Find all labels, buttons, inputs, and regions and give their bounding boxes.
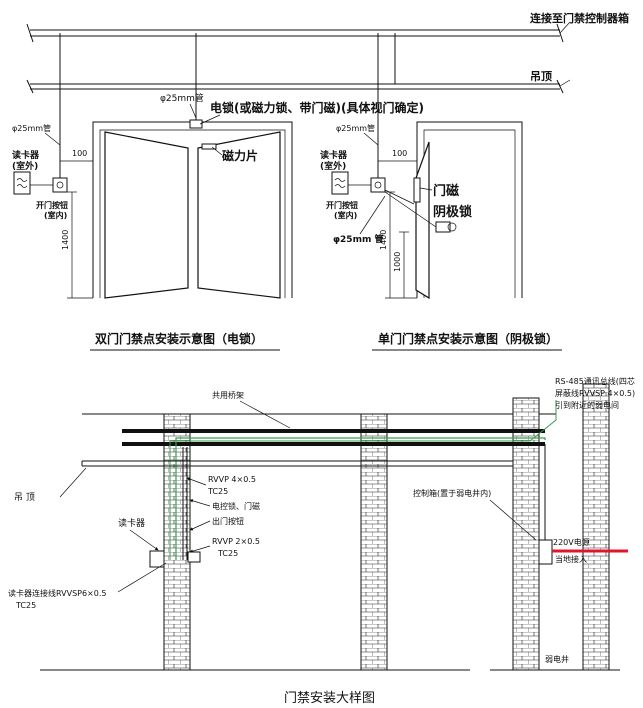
- double-door-button-label-2: (室内): [44, 210, 67, 220]
- double-door-caption: 双门门禁点安装示意图（电锁）: [95, 331, 263, 346]
- single-door-dim-100: 100: [392, 149, 407, 158]
- single-door-reader-label-1: 读卡器: [320, 149, 348, 161]
- label-rvvp-2: RVVP 2×0.5: [212, 537, 260, 546]
- control-box: [538, 539, 553, 565]
- single-door-dim-1400: 1400: [379, 230, 388, 250]
- label-shared-tray: 共用桥架: [212, 390, 244, 400]
- label-magnet-plate: 磁力片: [221, 148, 258, 163]
- single-door-button-label-2: (室内): [334, 210, 357, 220]
- double-door-card-reader: [13, 171, 31, 195]
- single-door-group: φ25mm管 读卡器 (室外) 开门按钮 (室内) 门磁 阴极锁 φ25mm 管…: [320, 121, 562, 351]
- double-door-reader-label-2: (室外): [12, 160, 38, 172]
- single-door-caption: 单门门禁点安装示意图（阴极锁）: [378, 331, 558, 346]
- bottom-diagram: 共用桥架 RS-485通讯总线(四芯 屏蔽线RVVSP 4×0.5) 引到附近的…: [8, 376, 635, 706]
- figure-caption: 门禁安装大样图: [284, 691, 375, 706]
- label-reader-cable: 读卡器连接线RVVSP6×0.5: [8, 588, 106, 598]
- label-exit-button: 出门按钮: [212, 516, 244, 526]
- magnet-plate: [201, 143, 217, 150]
- single-door-dim-1000: 1000: [393, 252, 402, 272]
- double-door-exit-button: [52, 177, 68, 193]
- double-door-button-label-1: 开门按钮: [36, 200, 68, 210]
- label-door-contact: 门磁: [433, 183, 459, 199]
- exit-button-box: [187, 551, 201, 563]
- door-contact: [413, 177, 421, 203]
- signal-bus-line: [175, 437, 546, 560]
- single-door-button-label-1: 开门按钮: [326, 200, 358, 210]
- card-reader-box: [149, 550, 165, 568]
- single-door-exit-button: [370, 177, 386, 193]
- label-pipe-25-center: φ25mm管: [160, 92, 204, 104]
- label-rs485-2: 屏蔽线RVVSP 4×0.5): [555, 388, 635, 398]
- label-rvvp-4: RVVP 4×0.5: [208, 475, 256, 484]
- label-rs485-3: 引到附近的弱电间: [555, 400, 619, 410]
- double-door-dim-100: 100: [72, 149, 87, 158]
- double-door-left-leaf: [104, 131, 189, 299]
- brick-column-4: [582, 383, 610, 671]
- single-door-reader-label-2: (室外): [320, 160, 346, 172]
- top-diagram: 连接至门禁控制器箱 吊顶 φ25mm管 电锁(或磁力锁、带门磁)(具体视门确定)…: [12, 11, 629, 351]
- label-cathode-lock: 阴极锁: [433, 204, 472, 220]
- label-ceiling: 吊顶: [530, 70, 552, 83]
- signal-bus-line-2: [169, 400, 557, 560]
- brick-column-2: [360, 413, 388, 671]
- label-rs485-1: RS-485通讯总线(四芯: [555, 376, 635, 386]
- double-door-group: φ25mm管 电锁(或磁力锁、带门磁)(具体视门确定) 磁力片 φ25mm管 读…: [12, 92, 424, 351]
- double-door-pipe-label: φ25mm管: [12, 123, 51, 133]
- label-220v-2: 当地接入: [555, 554, 587, 564]
- label-electric-lock: 电控锁、门磁: [212, 501, 260, 511]
- single-door-pipe-label: φ25mm管: [336, 123, 375, 133]
- single-door-card-reader: [331, 171, 349, 195]
- label-control-box: 连接至门禁控制器箱: [530, 11, 629, 25]
- single-door-pipe-25-label: φ25mm 管: [333, 233, 383, 245]
- label-220v-1: 220V电源: [553, 537, 590, 547]
- brick-column-1: [163, 413, 191, 671]
- electric-lock: [189, 119, 203, 129]
- double-door-dim-1400: 1400: [61, 230, 70, 250]
- single-door-leaf: [415, 141, 430, 300]
- label-control-box: 控制箱(置于弱电井内): [413, 488, 491, 498]
- label-reader: 读卡器: [118, 517, 145, 529]
- label-tc25-a: TC25: [207, 487, 228, 496]
- brick-column-3: [512, 397, 540, 671]
- label-ceiling-bottom: 吊 顶: [14, 492, 35, 503]
- double-door-reader-label-1: 读卡器: [12, 149, 40, 161]
- label-tc25-c: TC25: [15, 601, 36, 610]
- label-tc25-b: TC25: [217, 549, 238, 558]
- label-shaft: 弱电井: [545, 654, 569, 664]
- label-lock: 电锁(或磁力锁、带门磁)(具体视门确定): [210, 100, 424, 115]
- double-door-right-leaf: [197, 131, 281, 299]
